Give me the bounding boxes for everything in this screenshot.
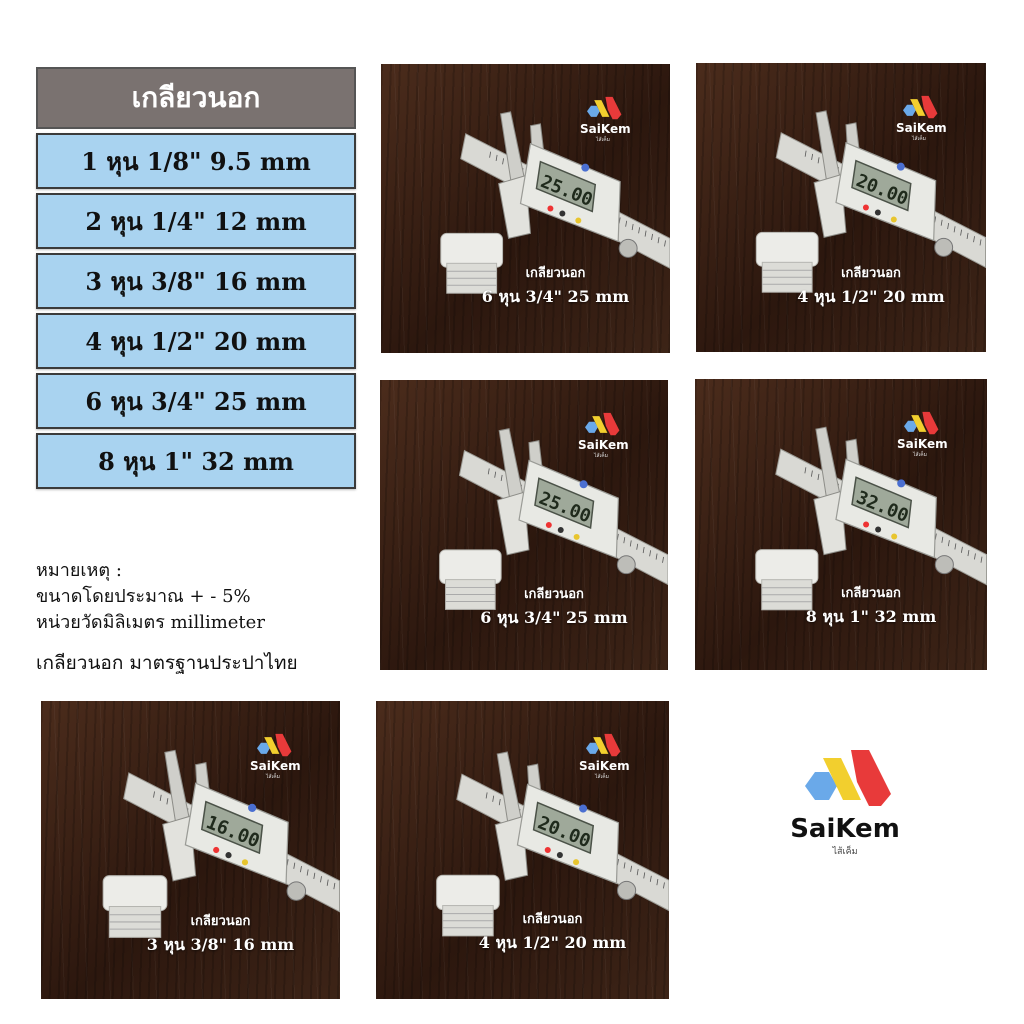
tile-brand-subtitle: ไส้เค็ม xyxy=(594,453,608,459)
tile-brand-name: SaiKem xyxy=(580,122,631,136)
size-row: 3 หุน 3/8" 16 mm xyxy=(36,253,356,309)
brand-mark-icon xyxy=(904,411,939,435)
caliper-illustration: 20.00 xyxy=(755,110,986,293)
tile-caption-size: 4 หุน 1/2" 20 mm xyxy=(478,933,627,952)
notes-title: หมายเหตุ : xyxy=(36,560,122,581)
brand-name: SaiKem xyxy=(790,814,900,844)
size-row: 8 หุน 1" 32 mm xyxy=(36,433,356,489)
brand-mark-icon xyxy=(586,733,621,757)
tile-caption-size: 8 หุน 1" 32 mm xyxy=(805,607,937,626)
caliper-illustration: 25.00 xyxy=(440,111,670,294)
tile-caption-size: 4 หุน 1/2" 20 mm xyxy=(797,287,945,306)
caliper-icon: 20.00 xyxy=(436,751,669,937)
tile-caption-label: เกลียวนอก xyxy=(841,266,901,281)
tile-caption: เกลียวนอก 4 หุน 1/2" 20 mm xyxy=(756,262,986,310)
tile-caption-label: เกลียวนอก xyxy=(522,912,583,927)
pipe-fitting-icon xyxy=(440,232,504,294)
tile-brand-name: SaiKem xyxy=(896,121,947,135)
tile-caption: เกลียวนอก 6 หุน 3/4" 25 mm xyxy=(440,583,668,631)
caliper-icon: 20.00 xyxy=(755,110,986,293)
pipe-fitting-icon xyxy=(102,875,168,938)
tile-caption: เกลียวนอก 8 หุน 1" 32 mm xyxy=(755,582,987,630)
tile-brand-name: SaiKem xyxy=(579,759,630,773)
brand-yellow-shape xyxy=(823,758,861,800)
brand-mark-icon xyxy=(805,750,891,806)
caliper-illustration: 20.00 xyxy=(436,751,669,937)
tile-brand-subtitle: ไส้เค็ม xyxy=(912,136,926,142)
notes-block: หมายเหตุ : ขนาดโดยประมาณ + - 5% หน่วยวัด… xyxy=(36,558,366,676)
caliper-illustration: 16.00 xyxy=(102,749,340,938)
tile-caption-size: 6 หุน 3/4" 25 mm xyxy=(480,608,628,627)
caliper-icon: 25.00 xyxy=(440,111,670,294)
size-table-header: เกลียวนอก xyxy=(36,67,356,129)
notes-standard: เกลียวนอก มาตรฐานประปาไทย xyxy=(36,652,298,674)
tile-caption-size: 6 หุน 3/4" 25 mm xyxy=(481,287,630,306)
caliper-illustration: 32.00 xyxy=(755,426,987,611)
brand-red-shape xyxy=(851,750,891,806)
tile-caption-label: เกลียวนอก xyxy=(190,914,251,929)
brand-blue-hex xyxy=(805,772,837,800)
pipe-fitting-icon xyxy=(439,549,502,610)
brand-mark-icon xyxy=(903,95,938,119)
caliper-icon: 25.00 xyxy=(439,428,668,610)
pipe-fitting-icon xyxy=(755,231,819,293)
brand-mark-icon xyxy=(257,733,292,757)
tile-caption: เกลียวนอก 4 หุน 1/2" 20 mm xyxy=(436,908,669,956)
tile-caption: เกลียวนอก 3 หุน 3/8" 16 mm xyxy=(101,910,340,958)
size-row: 1 หุน 1/8" 9.5 mm xyxy=(36,133,356,189)
tile-brand-subtitle: ไส้เค็ม xyxy=(595,774,609,780)
notes-unit: หน่วยวัดมิลิเมตร millimeter xyxy=(36,612,265,633)
tile-caption: เกลียวนอก 6 หุน 3/4" 25 mm xyxy=(441,262,670,310)
tile-caption-label: เกลียวนอก xyxy=(524,587,584,602)
tile-caption-label: เกลียวนอก xyxy=(525,266,586,281)
size-row: 2 หุน 1/4" 12 mm xyxy=(36,193,356,249)
tile-brand-name: SaiKem xyxy=(250,759,301,773)
tile-caption-size: 3 หุน 3/8" 16 mm xyxy=(146,935,295,954)
tile-brand-subtitle: ไส้เค็ม xyxy=(596,137,610,143)
notes-tolerance: ขนาดโดยประมาณ + - 5% xyxy=(36,586,251,607)
tile-brand-subtitle: ไส้เค็ม xyxy=(266,774,280,780)
pipe-fitting-icon xyxy=(436,874,500,937)
caliper-illustration: 25.00 xyxy=(439,428,668,610)
tile-brand-name: SaiKem xyxy=(897,437,948,451)
size-row: 4 หุน 1/2" 20 mm xyxy=(36,313,356,369)
caliper-icon: 32.00 xyxy=(755,426,987,611)
tile-caption-label: เกลียวนอก xyxy=(841,586,901,601)
tile-brand-subtitle: ไส้เค็ม xyxy=(913,452,927,458)
pipe-fitting-icon xyxy=(755,549,819,611)
size-table: เกลียวนอก 1 หุน 1/8" 9.5 mm 2 หุน 1/4" 1… xyxy=(36,67,356,489)
tile-brand-name: SaiKem xyxy=(578,438,629,452)
brand-mark-icon xyxy=(587,96,622,120)
caliper-icon: 16.00 xyxy=(102,749,340,938)
brand-logo: SaiKem ไส้เค็ม xyxy=(780,748,910,858)
size-row: 6 หุน 3/4" 25 mm xyxy=(36,373,356,429)
brand-mark-icon xyxy=(585,412,620,436)
brand-subtitle: ไส้เค็ม xyxy=(832,847,858,857)
